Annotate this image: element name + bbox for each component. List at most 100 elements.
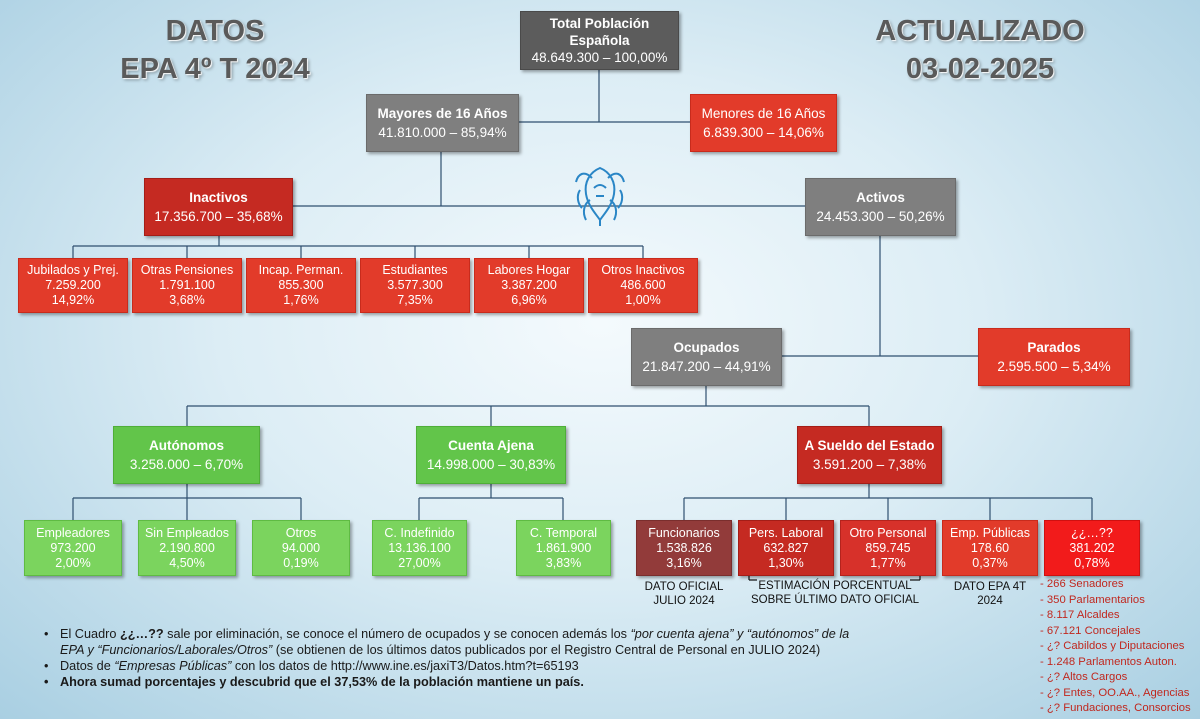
box-otro-personal: Otro Personal 859.745 1,77% — [840, 520, 936, 576]
side-list-item: - ¿? Fundaciones, Consorcios — [1040, 702, 1191, 714]
box-total-poblacion: Total Población Española 48.649.300 – 10… — [520, 11, 679, 70]
box-ocupados-value: 21.847.200 – 44,91% — [642, 359, 771, 374]
estudiantes-value: 3.577.300 — [387, 278, 443, 292]
box-funcionarios: Funcionarios 1.538.826 3,16% — [636, 520, 732, 576]
side-list-item: - 266 Senadores — [1040, 578, 1124, 590]
footnote-2-b: “Empresas Públicas” — [114, 659, 232, 673]
note-estimacion: ESTIMACIÓN PORCENTUAL SOBRE ÚLTIMO DATO … — [740, 579, 930, 607]
c-indefinido-value: 13.136.100 — [388, 540, 451, 555]
box-otras-pensiones: Otras Pensiones 1.791.100 3,68% — [132, 258, 242, 313]
header-left-line1: DATOS — [165, 15, 265, 47]
box-otros-autonomos: Otros 94.000 0,19% — [252, 520, 350, 576]
empleadores-pct: 2,00% — [55, 555, 91, 570]
note-dato-oficial-line1: DATO OFICIAL — [644, 581, 724, 593]
note-dato-epa-line2: 2024 — [977, 595, 1003, 607]
griffin-logo-icon — [575, 166, 625, 226]
incap-perman-value: 855.300 — [278, 278, 324, 292]
otras-pensiones-value: 1.791.100 — [159, 278, 215, 292]
box-sueldo-estado-title: A Sueldo del Estado — [804, 438, 935, 453]
side-list-item: - 350 Parlamentarios — [1040, 593, 1145, 606]
box-labores-hogar: Labores Hogar 3.387.200 6,96% — [474, 258, 584, 313]
box-autonomos: Autónomos 3.258.000 – 6,70% — [113, 426, 260, 484]
box-pers-laboral: Pers. Laboral 632.827 1,30% — [738, 520, 834, 576]
footnote-2-c: con los datos de http://www.ine.es/jaxiT… — [231, 659, 579, 673]
box-menores-title: Menores de 16 Años — [701, 106, 826, 121]
box-ocupados: Ocupados 21.847.200 – 44,91% — [631, 328, 782, 386]
otros-inactivos-value: 486.600 — [620, 278, 666, 292]
box-c-indefinido: C. Indefinido 13.136.100 27,00% — [372, 520, 467, 576]
box-sueldo-estado-value: 3.591.200 – 7,38% — [812, 457, 927, 472]
c-indefinido-pct: 27,00% — [398, 555, 441, 570]
header-right-line1: ACTUALIZADO — [875, 15, 1085, 47]
sin-empleados-value: 2.190.800 — [159, 540, 215, 555]
jubilados-label: Jubilados y Prej. — [27, 263, 119, 277]
header-right: ACTUALIZADO 03-02-2025 — [860, 12, 1100, 88]
box-jubilados: Jubilados y Prej. 7.259.200 14,92% — [18, 258, 128, 313]
box-otros-inactivos: Otros Inactivos 486.600 1,00% — [588, 258, 698, 313]
box-autonomos-value: 3.258.000 – 6,70% — [129, 457, 244, 472]
footnote-1: El Cuadro ¿¿…?? sale por eliminación, se… — [40, 626, 940, 642]
otro-personal-pct: 1,77% — [870, 555, 906, 570]
box-cuenta-ajena-title: Cuenta Ajena — [448, 438, 534, 453]
box-total-value: 48.649.300 – 100,00% — [531, 50, 668, 65]
box-inactivos-value: 17.356.700 – 35,68% — [154, 209, 283, 224]
side-list: - 266 Senadores - 350 Parlamentarios - 8… — [1040, 577, 1191, 717]
box-menores: Menores de 16 Años 6.839.300 – 14,06% — [690, 94, 837, 152]
otro-personal-label: Otro Personal — [849, 525, 927, 540]
footnote-1-c: sale por eliminación, se conoce el númer… — [163, 627, 631, 641]
footnote-2: Datos de “Empresas Públicas” con los dat… — [40, 658, 940, 674]
box-parados: Parados 2.595.500 – 5,34% — [978, 328, 1130, 386]
box-inactivos-title: Inactivos — [189, 190, 248, 205]
otras-pensiones-pct: 3,68% — [169, 293, 205, 307]
box-mayores-value: 41.810.000 – 85,94% — [378, 125, 507, 140]
box-emp-publicas: Emp. Públicas 178.60 0,37% — [942, 520, 1038, 576]
box-mayores: Mayores de 16 Años 41.810.000 – 85,94% — [366, 94, 519, 152]
box-cuenta-ajena: Cuenta Ajena 14.998.000 – 30,83% — [416, 426, 566, 484]
footnote-1-cont: EPA y “Funcionarios/Laborales/Otros” (se… — [40, 642, 940, 658]
box-parados-title: Parados — [1027, 340, 1081, 355]
footnote-2-a: Datos de — [60, 659, 115, 673]
box-total-title: Total Población Española — [549, 16, 650, 48]
otras-pensiones-label: Otras Pensiones — [140, 263, 234, 277]
note-estimacion-line1: ESTIMACIÓN PORCENTUAL — [758, 580, 912, 592]
note-dato-oficial: DATO OFICIAL JULIO 2024 — [636, 580, 732, 608]
incap-perman-pct: 1,76% — [283, 293, 319, 307]
box-c-temporal: C. Temporal 1.861.900 3,83% — [516, 520, 611, 576]
emp-publicas-label: Emp. Públicas — [950, 525, 1030, 540]
footnotes: El Cuadro ¿¿…?? sale por eliminación, se… — [40, 626, 940, 690]
funcionarios-value: 1.538.826 — [656, 540, 712, 555]
labores-hogar-label: Labores Hogar — [487, 263, 571, 277]
otros-autonomos-pct: 0,19% — [283, 555, 319, 570]
emp-publicas-pct: 0,37% — [972, 555, 1008, 570]
box-cuenta-ajena-value: 14.998.000 – 30,83% — [426, 457, 556, 472]
box-empleadores: Empleadores 973.200 2,00% — [24, 520, 122, 576]
box-desconocido: ¿¿…?? 381.202 0,78% — [1044, 520, 1140, 576]
desconocido-value: 381.202 — [1069, 540, 1115, 555]
side-list-item: - 67.121 Concejales — [1040, 624, 1141, 637]
c-temporal-label: C. Temporal — [529, 525, 598, 540]
footnote-1-a: El Cuadro — [60, 627, 120, 641]
box-ocupados-title: Ocupados — [673, 340, 740, 355]
otros-inactivos-pct: 1,00% — [625, 293, 661, 307]
otros-autonomos-value: 94.000 — [281, 540, 321, 555]
funcionarios-label: Funcionarios — [648, 525, 720, 540]
empleadores-value: 973.200 — [50, 540, 96, 555]
estudiantes-pct: 7,35% — [397, 293, 433, 307]
box-mayores-title: Mayores de 16 Años — [377, 106, 508, 121]
note-dato-epa-line1: DATO EPA 4T — [953, 581, 1027, 593]
empleadores-label: Empleadores — [36, 525, 110, 540]
header-right-line2: 03-02-2025 — [905, 53, 1055, 85]
box-activos-title: Activos — [856, 190, 905, 205]
incap-perman-label: Incap. Perman. — [258, 263, 344, 277]
note-estimacion-line2: SOBRE ÚLTIMO DATO OFICIAL — [750, 594, 920, 606]
labores-hogar-pct: 6,96% — [511, 293, 547, 307]
box-parados-value: 2.595.500 – 5,34% — [997, 359, 1111, 374]
side-list-item: - ¿? Altos Cargos — [1040, 671, 1128, 683]
pers-laboral-label: Pers. Laboral — [748, 525, 824, 540]
desconocido-label: ¿¿…?? — [1071, 525, 1113, 540]
side-list-item: - ¿? Cabildos y Diputaciones — [1040, 640, 1185, 652]
footnote-1-e: EPA y “Funcionarios/Laborales/Otros” — [60, 643, 273, 657]
box-sin-empleados: Sin Empleados 2.190.800 4,50% — [138, 520, 236, 576]
box-autonomos-title: Autónomos — [149, 438, 224, 453]
box-activos: Activos 24.453.300 – 50,26% — [805, 178, 956, 236]
